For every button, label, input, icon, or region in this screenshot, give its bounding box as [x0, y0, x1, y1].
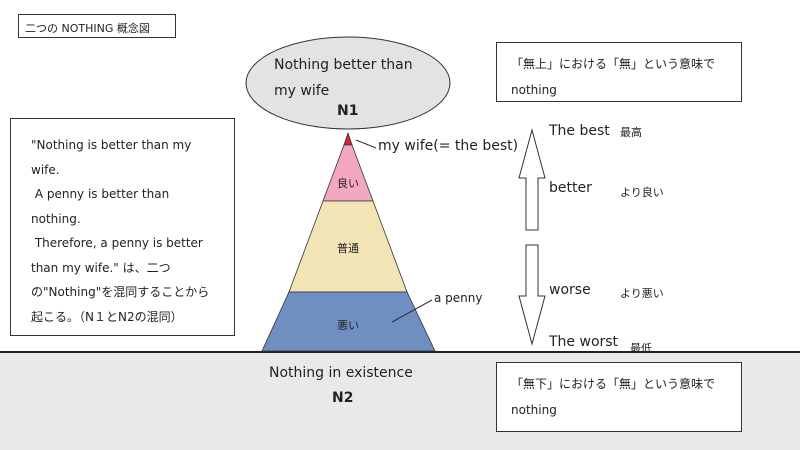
layer-mid-label: 普通: [337, 242, 359, 255]
scale-best: The best: [549, 123, 610, 139]
scale-worse-ja: より悪い: [620, 287, 664, 300]
note-bottom-line2: nothing: [511, 403, 557, 417]
left-line-5: Therefore, a penny is better: [31, 236, 203, 250]
ellipse-line2: my wife: [274, 83, 330, 99]
n2-tag: N2: [332, 390, 354, 406]
up-arrow-icon: [518, 128, 546, 231]
left-line-2: wife.: [31, 162, 60, 177]
ground-label: Nothing in existence: [269, 365, 413, 381]
n1-ellipse: [245, 36, 451, 130]
note-bottom: 「無下」における「無」という意味で nothing: [496, 362, 742, 432]
left-line-7: の"Nothing"を混同することから: [31, 285, 210, 299]
pyramid-layer-good: [322, 144, 374, 202]
left-line-3: A penny is better than: [31, 187, 170, 201]
layer-good-label: 良い: [337, 177, 359, 190]
note-top-line1: 「無上」における「無」という意味で: [511, 57, 716, 71]
title-box: 二つの NOTHING 概念図: [18, 14, 176, 38]
left-line-4: nothing.: [31, 211, 81, 226]
down-arrow-icon: [518, 244, 546, 346]
my-wife-pointer: [355, 139, 377, 149]
scale-better: better: [549, 180, 592, 196]
penny-label: a penny: [434, 291, 483, 305]
my-wife-label: my wife(= the best): [378, 138, 519, 154]
note-top-line2: nothing: [511, 83, 557, 97]
pyramid-layer-bad: [261, 291, 436, 352]
layer-bad-label: 悪い: [337, 319, 359, 332]
left-line-6: than my wife." は、二つ: [31, 260, 171, 275]
scale-worse: worse: [549, 282, 591, 298]
diagram-title: 二つの NOTHING 概念図: [25, 22, 150, 35]
scale-better-ja: より良い: [620, 186, 664, 199]
scale-best-ja: 最高: [620, 126, 642, 139]
left-line-1: "Nothing is better than my: [31, 138, 192, 152]
scale-worst: The worst: [549, 334, 619, 350]
ellipse-line1: Nothing better than: [274, 57, 413, 73]
pyramid-tip: [343, 131, 353, 146]
note-top: 「無上」における「無」という意味で nothing: [496, 42, 742, 102]
note-bottom-line1: 「無下」における「無」という意味で: [511, 377, 716, 391]
penny-pointer: [391, 299, 433, 323]
scale-worst-ja: 最低: [630, 342, 652, 355]
left-line-8: 起こる。（N１とN2の混同）: [31, 309, 183, 324]
explanation-box: "Nothing is better than my wife. A penny…: [10, 118, 235, 336]
n1-tag: N1: [337, 103, 359, 119]
